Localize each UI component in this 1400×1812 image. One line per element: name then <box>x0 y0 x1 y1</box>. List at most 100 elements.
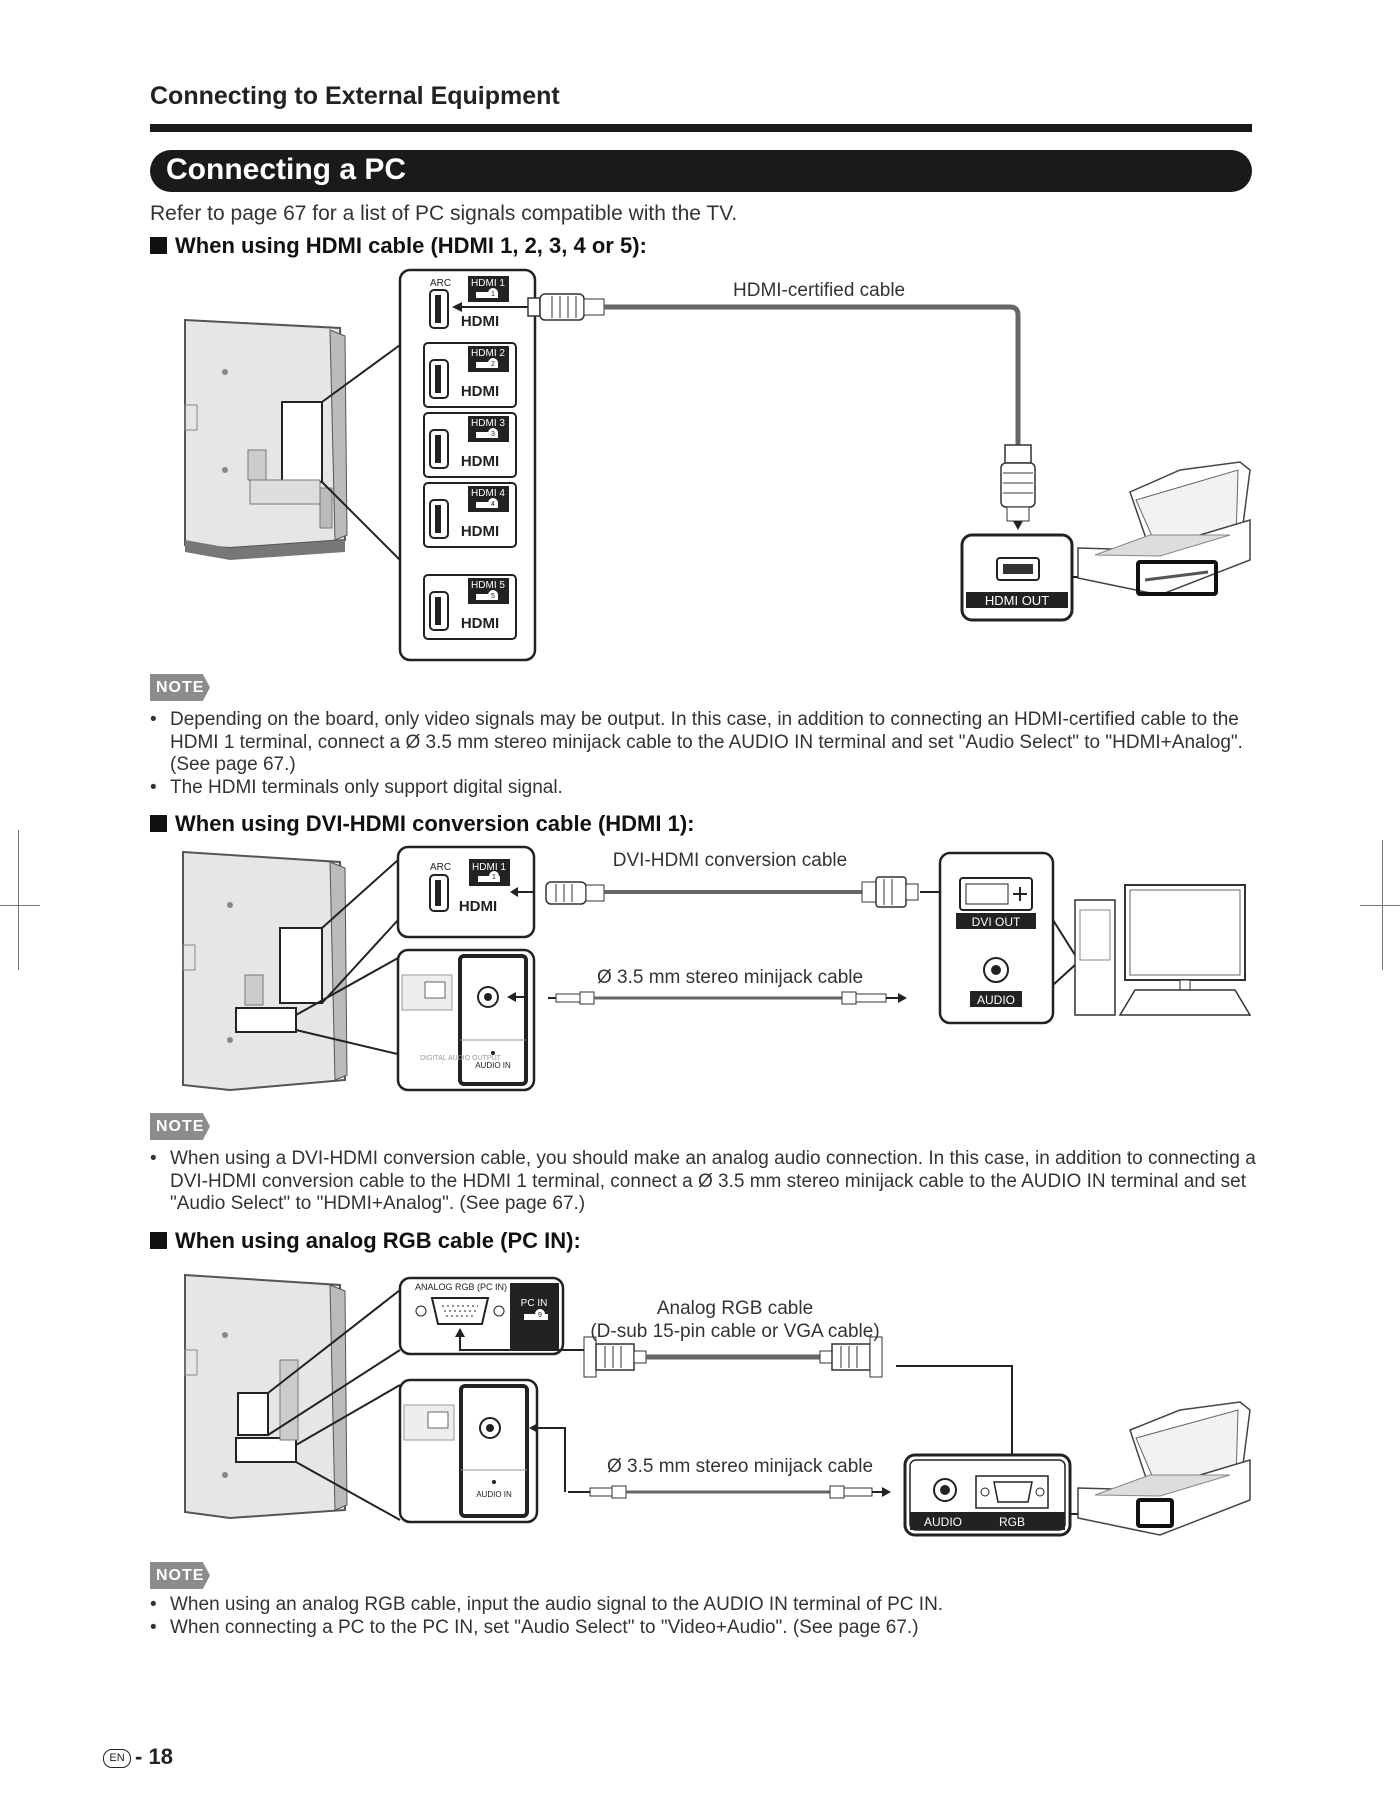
rgb-port-icon <box>993 1481 1033 1503</box>
pc-audio-label: AUDIO <box>977 993 1015 1007</box>
audio-in-highlight <box>458 954 528 1086</box>
rgb-notes: When using an analog RGB cable, input th… <box>150 1594 1260 1639</box>
laptop-illustration <box>1077 461 1251 596</box>
tv-back-illustration <box>184 318 401 561</box>
hdmi-logo: HDMI <box>461 383 499 400</box>
tv-back-illustration <box>182 850 466 1092</box>
arrow-head-icon <box>529 1423 538 1433</box>
tv-audio-in-label: AUDIO IN <box>476 1490 512 1499</box>
arrow-head-icon <box>510 887 518 897</box>
arrow-head-icon <box>882 1487 891 1497</box>
rgb-cable-label-2: (D-sub 15-pin cable or VGA cable) <box>590 1321 879 1342</box>
dvi-out-label: DVI OUT <box>972 915 1021 929</box>
analog-rgb-label: ANALOG RGB (PC IN) <box>415 1282 507 1292</box>
rgb-diagram: ANALOG RGB (PC IN) PC IN 9 AUDIO IN <box>184 1273 1251 1537</box>
note-item: When using an analog RGB cable, input th… <box>150 1594 1260 1617</box>
page-dash: - <box>135 1744 149 1769</box>
hdmi1-label: HDMI 1 <box>472 862 506 873</box>
hdmi-logo: HDMI <box>461 453 499 470</box>
hdmi-cable-label: HDMI-certified cable <box>733 280 905 301</box>
arrow-head-icon <box>452 302 462 312</box>
dvi-cable-label: DVI-HDMI conversion cable <box>613 850 847 871</box>
crop-mark <box>0 905 40 906</box>
hdmi-heading-text: When using HDMI cable (HDMI 1, 2, 3, 4 o… <box>175 233 647 258</box>
dvi-heading-text: When using DVI-HDMI conversion cable (HD… <box>175 811 695 836</box>
audio-in-highlight <box>459 1384 529 1518</box>
hdmi-plug-vertical-icon <box>1000 444 1036 530</box>
pc-in-num: 9 <box>538 1312 542 1319</box>
hdmi-port-label: HDMI 5 <box>471 580 505 591</box>
note-item: The HDMI terminals only support digital … <box>150 777 1260 800</box>
pc-audio-label: AUDIO <box>924 1515 962 1529</box>
desktop-pc-illustration <box>1074 884 1252 1016</box>
vga-plug-icon <box>583 1336 647 1378</box>
hdmi-port-label: HDMI 1 <box>471 278 505 289</box>
hdmi-port-label: HDMI 2 <box>471 348 505 359</box>
hdmi-port-num: 5 <box>491 593 495 600</box>
hdmi-notes: Depending on the board, only video signa… <box>150 709 1260 799</box>
hdmi-logo: HDMI <box>461 615 499 632</box>
hdmi-port-label: HDMI 4 <box>471 488 505 499</box>
hdmi-logo: HDMI <box>459 898 497 915</box>
note-item: When using a DVI-HDMI conversion cable, … <box>150 1148 1260 1216</box>
crop-mark <box>18 830 19 970</box>
tv-back-illustration <box>184 1273 401 1521</box>
hdmi-logo: HDMI <box>461 523 499 540</box>
tv-digital-label: DIGITAL AUDIO OUTPUT <box>420 1055 502 1062</box>
hdmi-port-num: 2 <box>491 361 495 368</box>
minijack-plug-icon <box>589 1485 627 1499</box>
page-title: Connecting a PC <box>166 153 407 186</box>
arc-label: ARC <box>430 862 451 873</box>
dvi-plug-icon <box>861 876 919 908</box>
arrow-head-icon <box>898 993 907 1003</box>
dvi-heading: When using DVI-HDMI conversion cable (HD… <box>150 811 694 837</box>
laptop-port-highlight <box>1136 1498 1174 1528</box>
minijack-plug-icon <box>555 991 595 1005</box>
intro-text: Refer to page 67 for a list of PC signal… <box>150 202 738 225</box>
laptop-port-highlight <box>1136 560 1218 596</box>
hdmi-logo: HDMI <box>461 313 499 330</box>
page-number: EN- 18 <box>103 1744 173 1770</box>
square-bullet-icon <box>150 1232 167 1249</box>
hdmi-port-num: 3 <box>491 431 495 438</box>
language-badge: EN <box>103 1749 131 1768</box>
page-number-value: 18 <box>148 1744 173 1769</box>
minijack-plug-icon <box>841 991 887 1005</box>
dvi-diagram: ARC HDMI 1 1 HDMI AUDIO IN DIGITAL AUDIO… <box>182 845 1252 1092</box>
tv-audio-in-label: AUDIO IN <box>475 1061 511 1070</box>
square-bullet-icon <box>150 237 167 254</box>
section-header: Connecting to External Equipment <box>150 82 560 110</box>
vga-port-icon <box>415 1297 505 1325</box>
hdmi1-num: 1 <box>492 874 496 881</box>
hdmi-plug-icon <box>527 293 605 321</box>
crop-mark <box>1360 905 1400 906</box>
laptop-illustration <box>1077 1401 1251 1536</box>
square-bullet-icon <box>150 815 167 832</box>
pc-in-label: PC IN <box>521 1298 548 1309</box>
hdmi-cable <box>604 304 1021 445</box>
rgb-cable-label-1: Analog RGB cable <box>657 1298 813 1319</box>
note-badge: NOTE <box>150 1562 210 1589</box>
pc-rgb-label: RGB <box>999 1515 1025 1529</box>
dvi-notes: When using a DVI-HDMI conversion cable, … <box>150 1148 1260 1216</box>
rgb-audio-cable-label: Ø 3.5 mm stereo minijack cable <box>607 1456 873 1477</box>
hdmi-port-num: 4 <box>491 501 495 508</box>
crop-mark <box>1382 840 1383 970</box>
header-rule <box>150 124 1252 132</box>
rgb-heading: When using analog RGB cable (PC IN): <box>150 1228 581 1254</box>
arrow-head-icon <box>507 992 516 1002</box>
hdmi-plug-icon <box>545 881 605 905</box>
note-item: When connecting a PC to the PC IN, set "… <box>150 1617 1260 1640</box>
minijack-plug-icon <box>829 1485 873 1499</box>
note-item: Depending on the board, only video signa… <box>150 709 1260 777</box>
hdmi-port-num: 1 <box>491 291 495 298</box>
arrow-head-icon <box>455 1328 465 1337</box>
hdmi-out-label: HDMI OUT <box>985 593 1049 608</box>
